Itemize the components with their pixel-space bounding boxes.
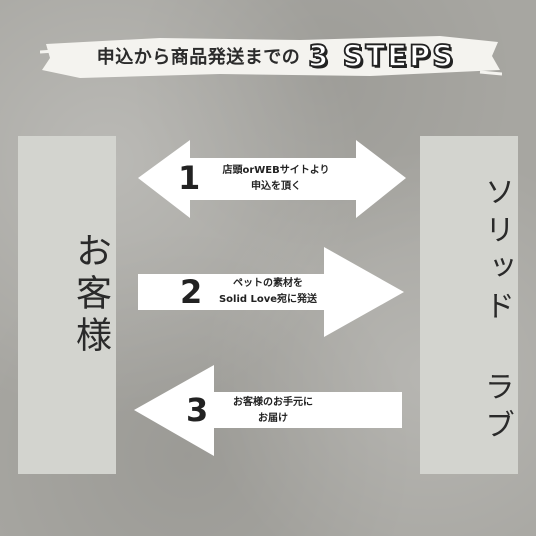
step-2-text: ペットの素材を Solid Love宛に発送: [208, 276, 328, 308]
step-1-line1: 店頭orWEBサイトより: [222, 165, 330, 176]
step-3-number: 3: [186, 391, 209, 429]
title-brush-stroke: [40, 36, 502, 78]
step-3-line1: お客様のお手元に: [233, 397, 313, 408]
solid-love-label: ソリッド ラブ: [479, 176, 514, 447]
step-2-number: 2: [180, 273, 203, 311]
step-1-text: 店頭orWEBサイトより 申込を頂く: [210, 163, 342, 195]
title-prefix: 申込から商品発送までの: [96, 47, 301, 68]
step-2-right-arrow: [138, 247, 404, 337]
step-1-line2: 申込を頂く: [251, 181, 301, 192]
step-3-line2: お届け: [258, 413, 288, 424]
title-steps: 3 STEPS: [307, 38, 456, 74]
step-1-double-arrow: [138, 140, 406, 218]
step-2-line2: Solid Love宛に発送: [218, 294, 318, 305]
step-1-number: 1: [178, 159, 201, 197]
step-2-line1: ペットの素材を: [233, 278, 303, 289]
customer-panel: お客様: [18, 136, 116, 474]
step-3-text: お客様のお手元に お届け: [218, 395, 328, 427]
page-title: 申込から商品発送までの 3 STEPS: [56, 33, 496, 79]
solid-love-panel: ソリッド ラブ: [420, 136, 518, 474]
step-3-left-arrow: [134, 365, 402, 456]
customer-label: お客様: [70, 232, 111, 358]
